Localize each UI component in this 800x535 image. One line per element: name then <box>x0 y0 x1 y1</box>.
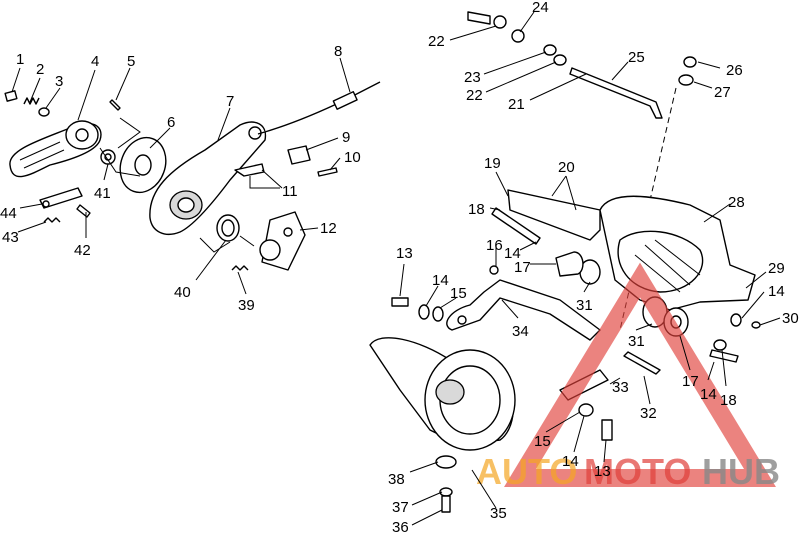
lever-part-44 <box>39 187 83 209</box>
callout-33: 33 <box>612 379 629 396</box>
callout-18a: 18 <box>468 201 485 218</box>
bolt-part-18a <box>491 207 541 245</box>
callout-39: 39 <box>238 297 255 314</box>
washer-part-14a <box>418 304 430 320</box>
callout-35: 35 <box>490 505 507 522</box>
callout-40: 40 <box>174 284 191 301</box>
callout-17a: 17 <box>514 259 531 276</box>
idler-arm-part-35 <box>369 337 516 451</box>
callout-14d: 14 <box>768 283 785 300</box>
bolt-part-10 <box>317 167 338 177</box>
callout-11: 11 <box>282 183 298 200</box>
callout-8: 8 <box>334 43 342 60</box>
callout-17b: 17 <box>682 373 699 390</box>
pin-part-32 <box>623 351 661 375</box>
callout-19: 19 <box>484 155 501 172</box>
callout-1: 1 <box>16 51 24 68</box>
washer-part-3 <box>38 107 50 117</box>
callout-14c: 14 <box>562 453 579 470</box>
callout-14e: 14 <box>700 386 717 403</box>
washer-part-15b <box>578 403 594 417</box>
callout-23: 23 <box>464 69 481 86</box>
callout-21: 21 <box>508 96 525 113</box>
callout-29: 29 <box>768 260 785 277</box>
washer-part-26 <box>683 56 697 68</box>
callout-43: 43 <box>2 229 19 246</box>
callout-36: 36 <box>392 519 409 535</box>
washer-part-27 <box>678 74 694 86</box>
housing-part-7 <box>149 121 267 236</box>
watermark-triangle <box>504 262 776 487</box>
clip-part-30 <box>751 321 761 329</box>
callout-24: 24 <box>532 0 549 16</box>
bolt-part-18b <box>709 349 739 363</box>
bolt-part-13a <box>391 297 409 307</box>
callout-32: 32 <box>640 405 657 422</box>
callout-12: 12 <box>320 220 337 237</box>
callout-42: 42 <box>74 242 91 259</box>
bracket-part-19 <box>507 189 601 241</box>
callout-3: 3 <box>55 73 63 90</box>
bolt-part-36 <box>441 495 451 513</box>
callout-5: 5 <box>127 53 135 70</box>
spring-part-43 <box>43 217 61 223</box>
callout-9: 9 <box>342 129 350 146</box>
callout-13a: 13 <box>396 245 413 262</box>
callout-31b: 31 <box>628 333 645 350</box>
disc-part-6 <box>119 136 167 194</box>
callout-37: 37 <box>392 499 409 516</box>
washer-part-15a <box>432 306 444 322</box>
callout-10: 10 <box>344 149 361 166</box>
callout-34: 34 <box>512 323 529 340</box>
leader-lines <box>11 11 781 526</box>
callout-20: 20 <box>558 159 575 176</box>
plate-part-9 <box>287 145 311 165</box>
callout-30: 30 <box>782 310 799 327</box>
callout-22a: 22 <box>428 33 445 50</box>
callout-18b: 18 <box>720 392 737 409</box>
cable-part-8 <box>257 81 381 135</box>
washer-part-16 <box>489 265 499 275</box>
callout-44: 44 <box>0 205 17 222</box>
callout-16: 16 <box>486 237 503 254</box>
bolt-part-13b <box>601 419 613 441</box>
callout-41: 41 <box>94 185 111 202</box>
washer-part-14d <box>730 313 742 327</box>
callout-25: 25 <box>628 49 645 66</box>
callout-15b: 15 <box>534 433 551 450</box>
washer-part-14e <box>713 339 727 351</box>
callout-6: 6 <box>167 114 175 131</box>
ring-part-40 <box>216 214 240 242</box>
washer-part-38 <box>435 455 457 469</box>
handle-part-4 <box>9 120 102 178</box>
spring-part-2 <box>23 97 40 105</box>
callout-7: 7 <box>226 93 234 110</box>
callout-14b: 14 <box>504 245 521 262</box>
callout-13b: 13 <box>594 463 611 480</box>
pin-part-1 <box>4 90 18 102</box>
pin-part-5 <box>109 99 121 111</box>
watermark-text-moto: MOTO <box>584 451 691 492</box>
callout-2: 2 <box>36 61 44 78</box>
callout-15a: 15 <box>450 285 467 302</box>
callout-27: 27 <box>714 84 731 101</box>
rod-part-25 <box>569 67 663 119</box>
callout-14a: 14 <box>432 272 449 289</box>
callout-4: 4 <box>91 53 99 70</box>
spring-part-39 <box>231 265 249 271</box>
shaft-top-parts <box>467 11 567 66</box>
callout-26: 26 <box>726 62 743 79</box>
watermark-text-auto: AUTO <box>476 451 577 492</box>
callout-22b: 22 <box>466 87 483 104</box>
callout-28: 28 <box>728 194 745 211</box>
bushing-part-17a <box>555 251 584 277</box>
arm-part-12 <box>259 211 306 271</box>
screw-part-42 <box>76 204 91 218</box>
callout-31a: 31 <box>576 297 593 314</box>
watermark-text-hub: HUB <box>702 451 780 492</box>
callout-38: 38 <box>388 471 405 488</box>
